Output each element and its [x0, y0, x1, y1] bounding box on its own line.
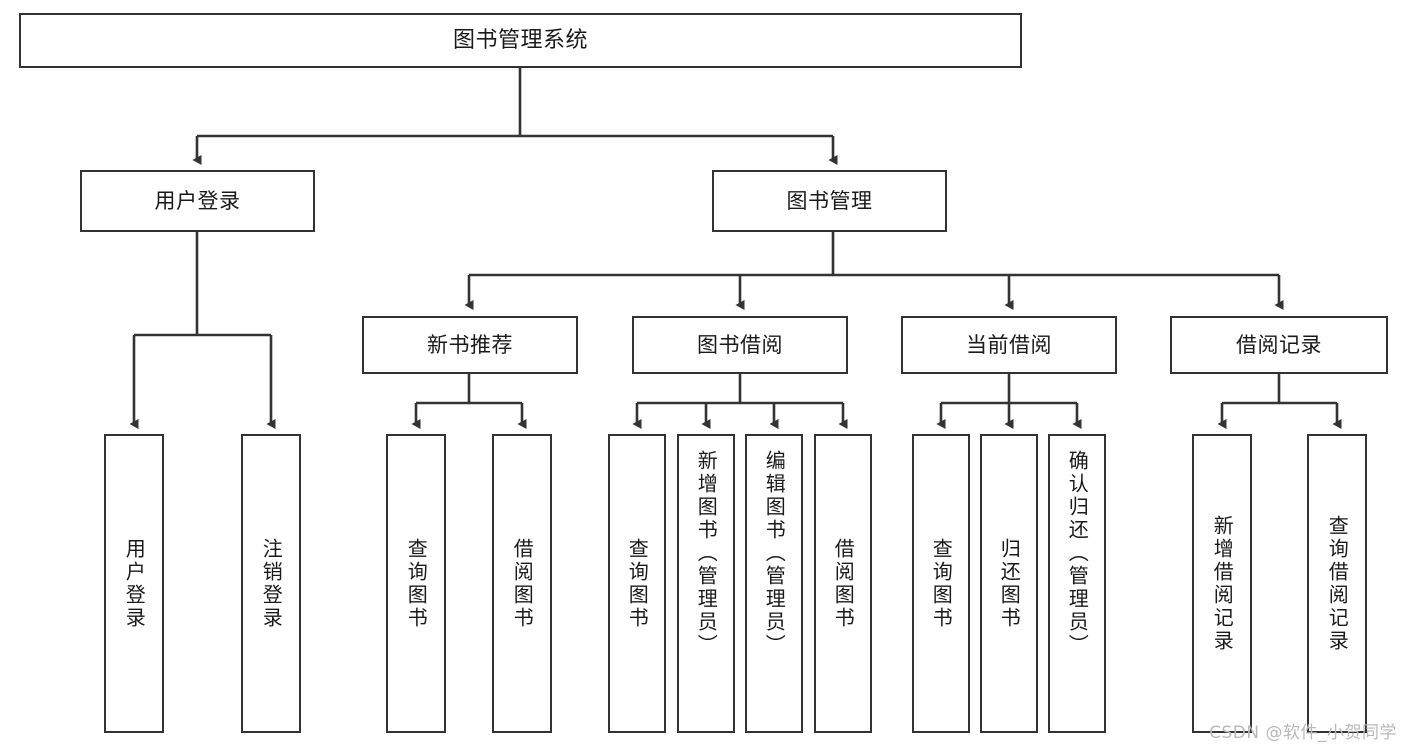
node-label: 借阅图书	[831, 537, 856, 630]
node-label: 查询图书	[929, 537, 954, 630]
node-current-borrow[interactable]: 当前借阅	[901, 316, 1117, 374]
node-label: 借阅记录	[1236, 332, 1322, 357]
node-leaf-add-book[interactable]: 新增图书（管理员）	[677, 434, 735, 733]
node-label: 当前借阅	[966, 332, 1052, 357]
node-leaf-query-book-2[interactable]: 查询图书	[608, 434, 666, 733]
node-book-management[interactable]: 图书管理	[712, 170, 947, 232]
node-label: 注销登录	[259, 537, 284, 630]
node-leaf-borrow-book-1[interactable]: 借阅图书	[492, 434, 552, 733]
node-label: 查询借阅记录	[1325, 514, 1350, 653]
node-leaf-add-record[interactable]: 新增借阅记录	[1192, 434, 1252, 733]
node-label: 新增借阅记录	[1210, 514, 1235, 653]
node-new-book-recommend[interactable]: 新书推荐	[362, 316, 578, 374]
node-borrow-record[interactable]: 借阅记录	[1170, 316, 1388, 374]
node-label: 用户登录	[122, 537, 147, 630]
node-leaf-confirm-return[interactable]: 确认归还（管理员）	[1048, 434, 1106, 733]
node-label: 查询图书	[625, 537, 650, 630]
node-label: 用户登录	[154, 188, 241, 213]
csdn-watermark: CSDN @软件_小贺同学	[1209, 723, 1397, 743]
node-label: 查询图书	[404, 537, 429, 630]
node-label: 借阅图书	[510, 537, 535, 630]
node-label: 编辑图书（管理员）	[762, 450, 787, 657]
node-leaf-query-record[interactable]: 查询借阅记录	[1307, 434, 1367, 733]
node-leaf-return-book[interactable]: 归还图书	[980, 434, 1038, 733]
node-leaf-user-logout[interactable]: 注销登录	[241, 434, 301, 733]
node-label: 图书管理	[786, 188, 873, 213]
node-label: 归还图书	[997, 537, 1022, 630]
node-label: 图书管理系统	[452, 27, 588, 53]
node-leaf-borrow-book-2[interactable]: 借阅图书	[814, 434, 872, 733]
node-leaf-query-book-1[interactable]: 查询图书	[386, 434, 446, 733]
node-leaf-query-book-3[interactable]: 查询图书	[912, 434, 970, 733]
node-leaf-user-login[interactable]: 用户登录	[104, 434, 164, 733]
node-label: 新增图书（管理员）	[694, 450, 719, 657]
node-root-book-management-system[interactable]: 图书管理系统	[19, 13, 1022, 68]
node-label: 图书借阅	[697, 332, 783, 357]
node-label: 确认归还（管理员）	[1065, 450, 1090, 657]
node-label: 新书推荐	[427, 332, 513, 357]
node-book-borrow[interactable]: 图书借阅	[632, 316, 848, 374]
node-leaf-edit-book[interactable]: 编辑图书（管理员）	[745, 434, 803, 733]
node-user-login[interactable]: 用户登录	[80, 170, 315, 232]
